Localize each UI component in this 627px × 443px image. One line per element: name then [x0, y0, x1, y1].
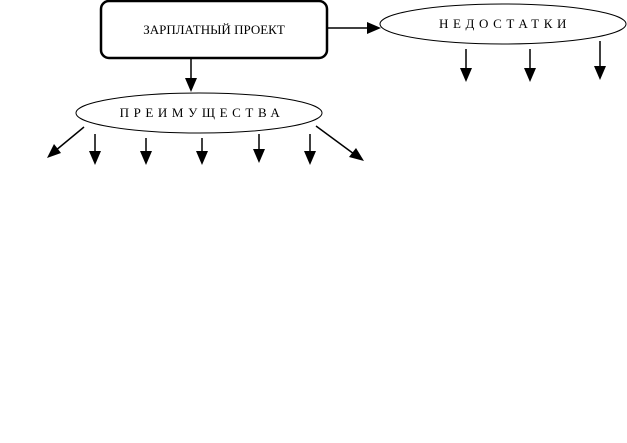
advantage-arrow-2 — [89, 134, 101, 165]
advantage-arrow-5 — [253, 134, 265, 163]
arrowhead-icon — [304, 151, 316, 165]
root-node-label: ЗАРПЛАТНЫЙ ПРОЕКТ — [143, 22, 285, 37]
advantage-arrow-1 — [47, 126, 85, 158]
disadvantages-label: НЕДОСТАТКИ — [439, 16, 571, 31]
arrowhead-icon — [47, 144, 61, 158]
disadvantage-arrow-2 — [524, 49, 536, 82]
advantages-branch-arrows — [47, 125, 364, 165]
advantage-arrow-4 — [196, 138, 208, 165]
root-node-box — [99, 0, 329, 60]
arrowhead-icon — [185, 78, 197, 92]
arrowhead-icon — [140, 151, 152, 165]
disadvantages-node: НЕДОСТАТКИ — [379, 3, 627, 45]
arrowhead-icon — [89, 151, 101, 165]
connector-root-to-advantages — [185, 59, 197, 92]
root-node: ЗАРПЛАТНЫЙ ПРОЕКТ — [99, 0, 329, 60]
disadvantages-branch-arrows — [460, 41, 606, 82]
disadvantages-ellipse — [379, 3, 627, 45]
disadvantage-arrow-3 — [594, 41, 606, 80]
arrowhead-icon — [349, 148, 364, 161]
advantages-node: ПРЕИМУЩЕСТВА — [75, 92, 323, 134]
arrowhead-icon — [524, 68, 536, 82]
disadvantage-arrow-1 — [460, 49, 472, 82]
arrowhead-icon — [253, 149, 265, 163]
advantage-arrow-7 — [315, 125, 364, 161]
connector-root-to-disadvantages — [327, 22, 381, 34]
arrowhead-icon — [196, 151, 208, 165]
arrow-shaft — [54, 126, 85, 152]
arrowhead-icon — [594, 66, 606, 80]
arrowhead-icon — [367, 22, 381, 34]
advantage-arrow-3 — [140, 138, 152, 165]
advantages-ellipse — [75, 92, 323, 134]
advantage-arrow-6 — [304, 134, 316, 165]
arrowhead-icon — [460, 68, 472, 82]
advantages-label: ПРЕИМУЩЕСТВА — [120, 105, 285, 120]
arrow-shaft — [315, 125, 355, 155]
